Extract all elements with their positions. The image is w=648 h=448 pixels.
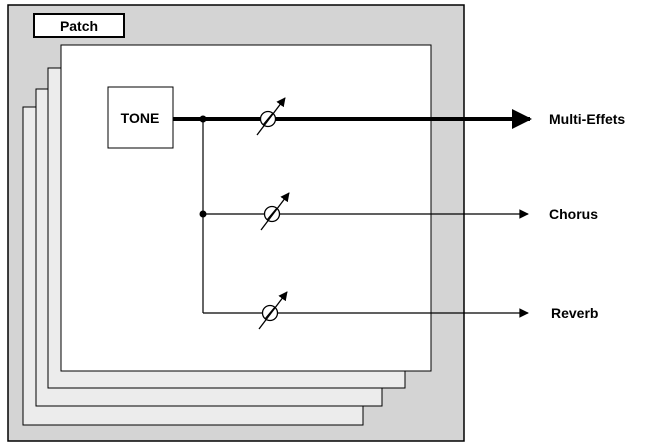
output-label-reverb: Reverb [551,305,598,321]
patch-label-tab: Patch [33,13,125,38]
tone-label: TONE [121,110,160,126]
level-pot-reverb-icon [258,291,288,330]
patch-label: Patch [60,18,98,34]
output-label-chorus: Chorus [549,206,598,222]
tone-block: TONE [107,86,174,149]
output-label-multi-effets: Multi-Effets [549,111,625,127]
level-pot-chorus-icon [260,192,290,231]
level-pot-multi-icon [256,97,286,136]
